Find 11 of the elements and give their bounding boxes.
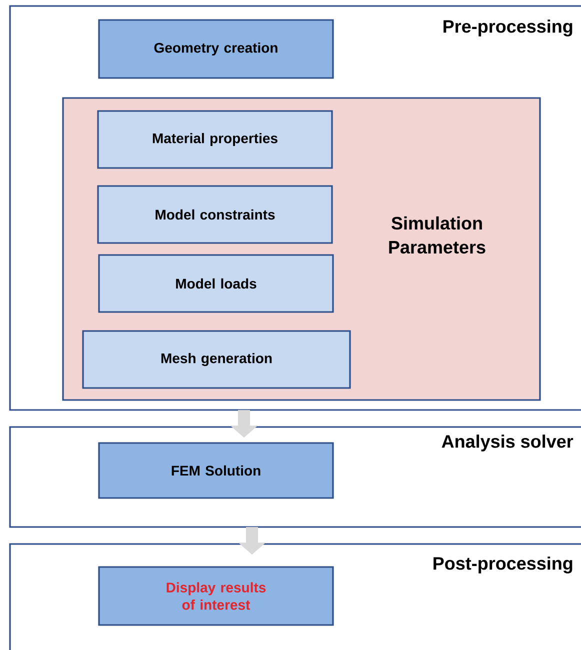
process-box: Display results of interest [98,566,334,626]
process-box: FEM Solution [98,442,334,499]
process-box: Model loads [98,254,334,313]
stage-heading: Pre-processing [444,20,572,36]
group-heading: Simulation Parameters [389,216,486,254]
process-box: Model constraints [97,185,333,244]
process-box: Geometry creation [98,19,334,79]
process-box: Mesh generation [82,330,351,389]
stage-heading: Post-processing [434,556,572,574]
process-box: Material properties [97,110,333,169]
stage-heading: Analysis solver [442,434,574,452]
